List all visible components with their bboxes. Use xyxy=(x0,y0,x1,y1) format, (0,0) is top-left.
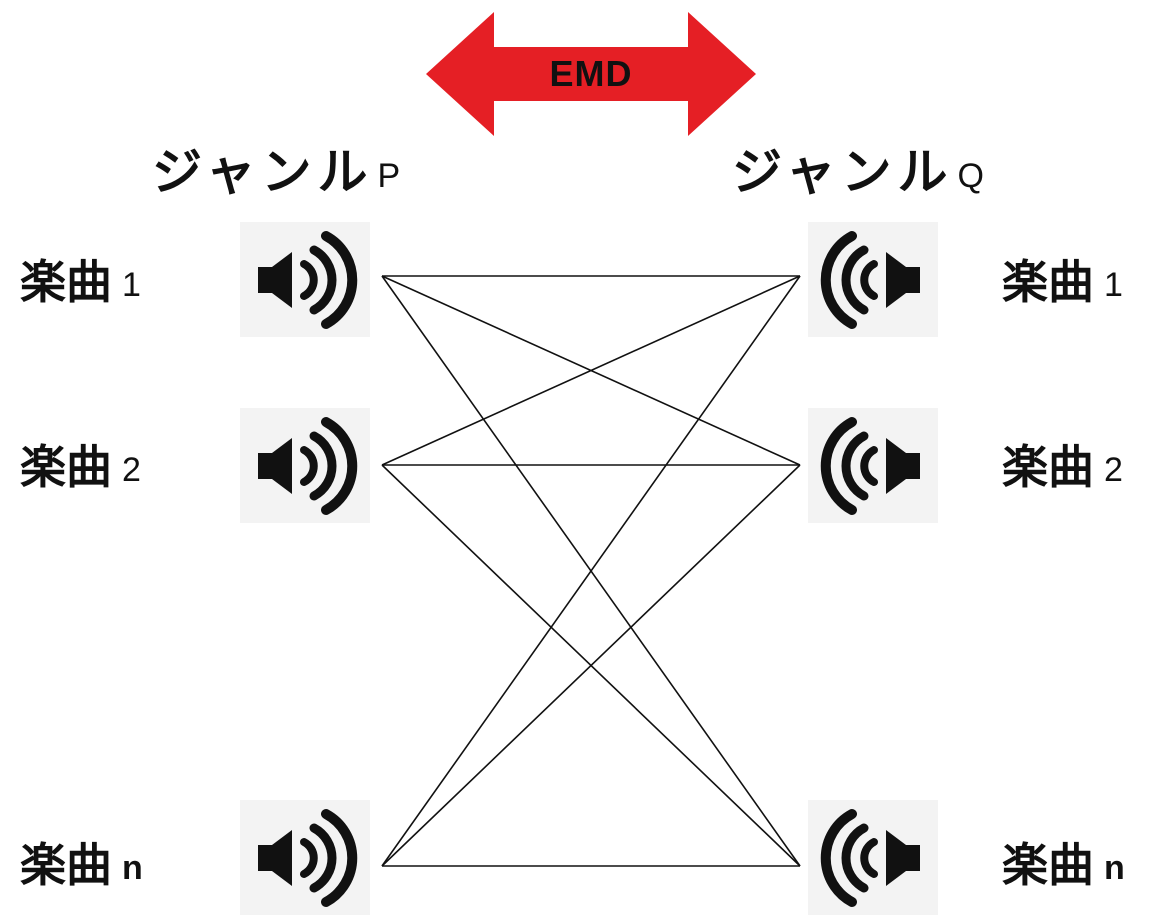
left-track-n-label: 楽曲 n xyxy=(20,835,143,895)
track-word: 楽曲 xyxy=(20,440,112,494)
track-word: 楽曲 xyxy=(1002,838,1094,892)
link-2-to-1 xyxy=(381,275,801,466)
link-n-to-1 xyxy=(381,275,801,867)
link-n-to-2 xyxy=(381,464,801,867)
track-word: 楽曲 xyxy=(20,838,112,892)
speaker-right-waves-icon xyxy=(240,222,370,337)
left-track-1-label: 楽曲 1 xyxy=(20,252,141,312)
track-index: 2 xyxy=(1104,451,1123,489)
right-track-n-label: 楽曲 n xyxy=(1002,835,1125,895)
right-track-1-label: 楽曲 1 xyxy=(1002,252,1123,312)
link-2-to-n xyxy=(381,464,801,867)
track-word: 楽曲 xyxy=(1002,255,1094,309)
left-track-2-label: 楽曲 2 xyxy=(20,437,141,497)
speaker-right-waves-icon xyxy=(240,800,370,915)
link-1-to-2 xyxy=(381,275,801,466)
speaker-right-waves-icon xyxy=(240,408,370,523)
track-index: 1 xyxy=(1104,266,1123,304)
genre-p-letter: P xyxy=(377,157,401,195)
link-1-to-n xyxy=(381,275,801,867)
speaker-left-waves-icon xyxy=(808,408,938,523)
genre-q-name: ジャンル xyxy=(732,143,954,201)
speaker-left-waves-icon xyxy=(808,800,938,915)
track-index: n xyxy=(122,849,143,887)
speaker-left-waves-icon xyxy=(808,222,938,337)
emd-label: EMD xyxy=(549,53,633,94)
genre-p-name: ジャンル xyxy=(152,143,374,201)
genre-q-letter: Q xyxy=(957,157,984,195)
track-word: 楽曲 xyxy=(20,255,112,309)
right-track-2-label: 楽曲 2 xyxy=(1002,437,1123,497)
emd-double-arrow xyxy=(426,12,756,136)
track-index: 2 xyxy=(122,451,141,489)
track-index: 1 xyxy=(122,266,141,304)
track-index: n xyxy=(1104,849,1125,887)
track-word: 楽曲 xyxy=(1002,440,1094,494)
